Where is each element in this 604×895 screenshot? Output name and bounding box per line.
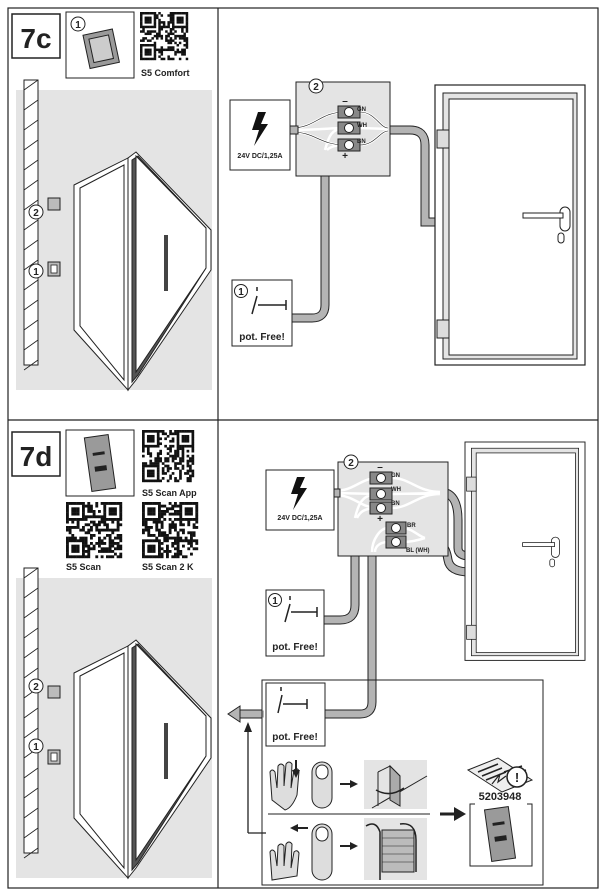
hand-hold-icon: [269, 824, 308, 881]
power-supply-box: [265, 469, 335, 531]
finger-tap-icon: [311, 761, 333, 809]
wire-label: GN: [391, 473, 400, 479]
wall-callout-2: 2: [33, 208, 39, 219]
scan-keypad-icon: [83, 434, 117, 492]
output-arrow-icon: [227, 705, 241, 723]
garage-door-icon: [364, 818, 427, 880]
door-front: [464, 441, 586, 661]
section-7c: 7c 1 S5 Comfort 2 1 2: [11, 11, 586, 391]
hand-tap-icon: [269, 760, 300, 811]
relay-switch: [265, 682, 326, 747]
step-badge: [11, 13, 61, 59]
wire-label: WH: [391, 487, 401, 493]
relay-function-box: [261, 679, 544, 886]
door-open-icon: [364, 760, 428, 809]
switch-callout: 1: [272, 596, 278, 607]
wall-callout-2: 2: [33, 682, 39, 693]
switch-label: pot. Free!: [239, 332, 285, 343]
step-badge: [11, 431, 61, 477]
power-label: 24V DC/1,25A: [237, 153, 282, 160]
switch-callout: 1: [238, 287, 244, 298]
comfort-switch-icon: [82, 28, 120, 70]
section-7d: 7d S5 Scan App S5 Scan S5 Scan 2 K 2 1: [11, 429, 586, 886]
step-label: 7d: [20, 441, 53, 472]
polarity-minus: –: [377, 462, 383, 473]
wire-label: GN: [357, 107, 366, 113]
wire-label: BR: [407, 523, 416, 529]
polarity-plus: +: [342, 151, 348, 162]
manual-number: 5203948: [479, 791, 522, 803]
lightning-icon: [291, 477, 307, 510]
finger-hold-icon: [311, 823, 333, 881]
qr-label: S5 Scan App: [142, 488, 197, 498]
svg-text:!: !: [515, 770, 519, 785]
junction-callout: 2: [348, 458, 354, 469]
door-front: [434, 84, 586, 366]
qr-label: S5 Scan: [66, 562, 101, 572]
page-frame: [7, 7, 599, 889]
junction-callout: 2: [313, 82, 319, 93]
relay-switch-label: pot. Free!: [272, 732, 318, 743]
wall-door-scene: [15, 79, 213, 391]
qr-code-icon: [140, 12, 189, 61]
switch-label: pot. Free!: [272, 642, 318, 653]
wire-label: BN: [391, 501, 400, 507]
qr-label: S5 Scan 2 K: [142, 562, 194, 572]
qr-code-icon: [142, 502, 199, 559]
power-label: 24V DC/1,25A: [277, 515, 322, 522]
polarity-minus: –: [342, 96, 348, 107]
wall-door-scene: [15, 567, 213, 879]
qr-code-icon: [142, 430, 195, 483]
step-label: 7c: [20, 23, 51, 54]
terminal-block: [369, 471, 407, 549]
arrow-icon: [454, 807, 466, 821]
lightning-icon: [252, 112, 268, 146]
device-callout: 1: [75, 20, 81, 31]
arrow-icon: [350, 842, 358, 850]
qr-code-icon: [66, 502, 123, 559]
wire-label: WH: [357, 123, 367, 129]
wire-label: BL (WH): [406, 548, 430, 554]
polarity-plus: +: [377, 514, 383, 525]
terminal-block: [337, 105, 361, 152]
scan-keypad-icon: [483, 806, 517, 862]
wall-callout-1: 1: [33, 742, 39, 753]
wire-label: BN: [357, 139, 366, 145]
manual-reference-icon: !: [466, 757, 534, 793]
qr-label: S5 Comfort: [141, 68, 190, 78]
arrow-icon: [350, 780, 358, 788]
wall-callout-1: 1: [33, 267, 39, 278]
